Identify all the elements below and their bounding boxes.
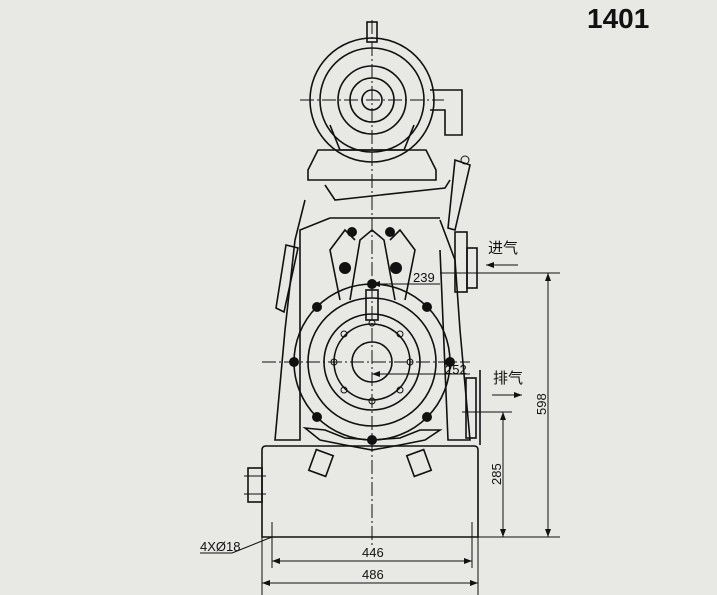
dimension-446 — [271, 522, 473, 568]
dimension-239 — [372, 272, 560, 287]
dimension-285 — [462, 411, 512, 537]
inlet-flange — [454, 231, 478, 293]
outlet-flange — [465, 370, 481, 445]
base-frame — [244, 445, 479, 538]
dim-base-width: 486 — [362, 567, 384, 582]
dim-inlet-offset: 239 — [413, 270, 435, 285]
dim-total-height: 598 — [534, 393, 549, 415]
pump-body — [262, 199, 471, 451]
dimension-598 — [478, 273, 560, 538]
hole-spec-label: 4XØ18 — [200, 539, 240, 554]
motor — [300, 21, 471, 232]
hole-leader — [200, 536, 273, 554]
inlet-label: 进气 — [488, 240, 518, 257]
dimension-486 — [261, 537, 479, 595]
dim-outlet-offset: 252 — [445, 362, 467, 377]
dim-outlet-height: 285 — [489, 463, 504, 485]
dim-bolt-span: 446 — [362, 545, 384, 560]
model-number: 1401 — [587, 3, 649, 34]
outlet-label: 排气 — [493, 370, 523, 387]
